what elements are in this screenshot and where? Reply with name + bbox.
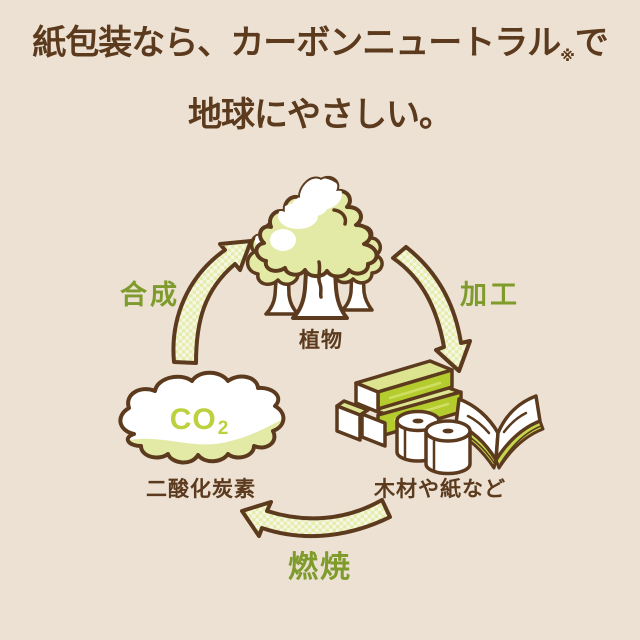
co2-formula-subscript: 2 [217,418,230,439]
materials-label: 木材や紙など [374,478,506,501]
synthesis-arrow-icon [171,239,253,365]
processing-label: 加工 [460,280,520,310]
headline-line1: 紙包装なら、カーボンニュートラル※で [0,14,640,86]
synthesis-label: 合成 [120,280,180,310]
headline-line1-text: 紙包装なら、カーボンニュートラル [32,24,561,62]
headline: 紙包装なら、カーボンニュートラル※で 地球にやさしい。 [0,14,640,144]
wood-and-paper-icon [335,359,545,476]
co2-formula: CO2 [169,403,230,439]
headline-line2: 地球にやさしい。 [188,96,453,134]
combustion-label: 燃焼 [288,551,352,584]
processing-arrow-icon [391,245,472,373]
combustion-arrow-icon [240,498,392,539]
plant-label: 植物 [299,329,343,352]
co2-label: 二酸化炭素 [146,478,256,501]
tree-icon [245,175,384,320]
co2-cloud-icon [118,370,286,465]
footnote-mark: ※ [560,48,575,65]
co2-formula-main: CO [169,403,217,436]
headline-line1-suffix: で [574,24,609,62]
